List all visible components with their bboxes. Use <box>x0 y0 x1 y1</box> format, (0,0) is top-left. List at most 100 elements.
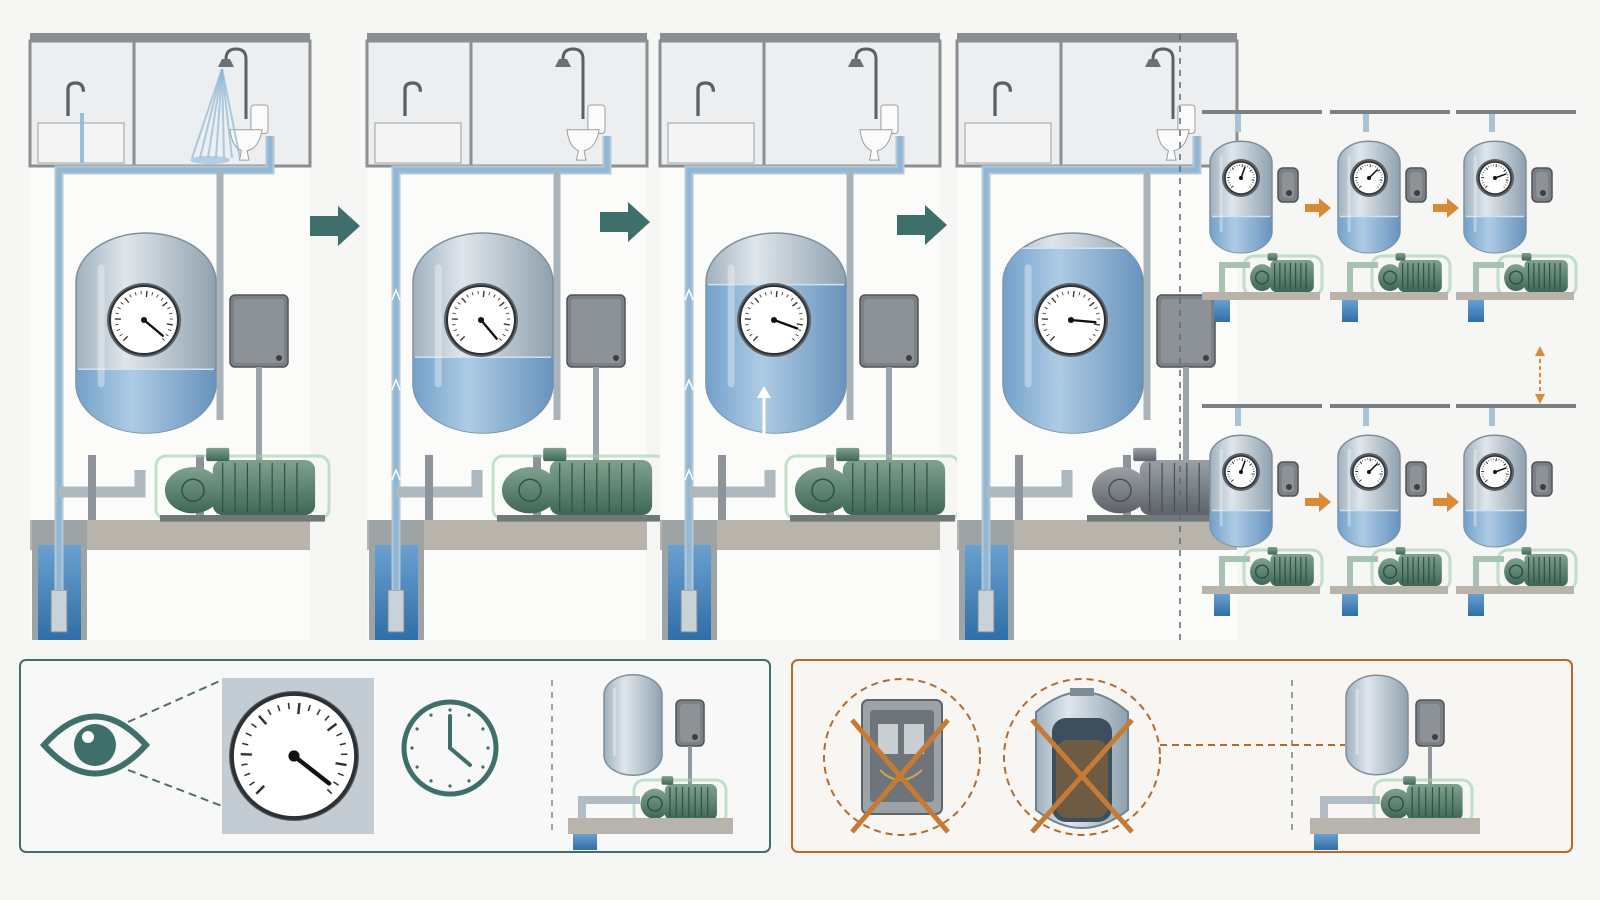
manifold-pipe <box>986 470 1073 498</box>
pressure-switch-box <box>229 294 289 368</box>
mini-gauge-icon <box>1476 159 1514 197</box>
clock-icon <box>401 699 499 797</box>
pressure-gauge-icon <box>107 283 181 357</box>
pump-system <box>1310 674 1480 850</box>
flow-chevron-arrow <box>310 206 360 246</box>
stage-panel-4 <box>955 33 1252 640</box>
pressure-gauge-icon <box>229 691 359 821</box>
cycle-arrow-right <box>1433 492 1459 512</box>
mini-gauge-icon <box>1350 453 1388 491</box>
faucet-icon <box>696 81 716 116</box>
sight-line <box>127 679 223 723</box>
faucet-water-stream <box>80 113 84 163</box>
tank-water-level <box>1464 216 1526 253</box>
mini-gauge-icon <box>1222 453 1260 491</box>
shower-icon <box>848 47 878 119</box>
manifold-pipe <box>396 470 483 498</box>
tank-water-level <box>413 357 553 433</box>
flow-arrow-up <box>684 287 694 301</box>
sink <box>667 122 755 164</box>
mini-system-0 <box>1202 110 1324 322</box>
mini-switch-box <box>1531 461 1553 497</box>
mini-switch-box <box>1405 461 1427 497</box>
mini-system-1 <box>1330 110 1452 322</box>
tank-crossed <box>1003 678 1161 836</box>
manifold-pipe <box>689 470 776 498</box>
tank-water-level <box>1210 510 1272 547</box>
mini-pump <box>1496 252 1578 298</box>
system-tank <box>1345 674 1409 776</box>
flow-arrow-up <box>684 377 694 391</box>
manifold-pipe <box>59 470 146 498</box>
pressure-switch-box <box>1156 294 1216 368</box>
ceiling <box>367 33 647 41</box>
shower-icon <box>218 47 248 119</box>
x-mark-icon <box>850 718 950 834</box>
cycle-arrow-right <box>1305 198 1331 218</box>
tank-leg <box>718 455 726 520</box>
cycle-arrow-right <box>1433 198 1459 218</box>
mini-system-2 <box>1456 110 1578 322</box>
pressure-switch-crossed <box>823 678 981 836</box>
mini-ceiling <box>1330 110 1450 114</box>
toilet-icon <box>566 104 606 161</box>
stage-panel-2 <box>365 33 668 640</box>
mini-system-5 <box>1456 404 1578 616</box>
mini-ceiling <box>1456 110 1576 114</box>
mini-pump <box>1242 252 1324 298</box>
mini-pump <box>1496 546 1578 592</box>
well-pump-screen <box>50 589 68 633</box>
flow-arrow-up <box>684 467 694 481</box>
tank-water-level <box>1464 510 1526 547</box>
toilet-icon <box>1156 104 1196 161</box>
tank-leg <box>425 455 433 520</box>
system-tank <box>603 674 663 776</box>
stage-panel-1 <box>28 33 331 640</box>
tank-leg <box>1015 455 1023 520</box>
flow-arrow-up <box>391 467 401 481</box>
tank-leg <box>88 455 96 520</box>
ceiling <box>30 33 310 41</box>
mini-pump <box>1242 546 1324 592</box>
flow-chevron-arrow <box>897 205 947 245</box>
mini-gauge-icon <box>1476 453 1514 491</box>
sink <box>374 122 462 164</box>
well-pump-screen <box>977 589 995 633</box>
mini-gauge-icon <box>1350 159 1388 197</box>
mini-switch-box <box>1277 167 1299 203</box>
faucet-icon <box>403 81 423 116</box>
x-mark-icon <box>1030 718 1134 834</box>
ceiling <box>957 33 1237 41</box>
mini-system-3 <box>1202 404 1324 616</box>
flow-arrow-up <box>391 377 401 391</box>
sight-line <box>127 769 223 807</box>
mini-ceiling <box>1456 404 1576 408</box>
cycle-grid <box>1202 110 1578 616</box>
tank-water-level <box>1210 216 1272 253</box>
mini-ceiling <box>1202 110 1322 114</box>
mini-switch-box <box>1531 167 1553 203</box>
flow-chevron-arrow <box>600 202 650 242</box>
cycle-arrow-right <box>1305 492 1331 512</box>
well-pump-screen <box>387 589 405 633</box>
tank-water-level <box>1338 216 1400 253</box>
faucet-icon <box>66 81 86 116</box>
mini-pump <box>1370 252 1452 298</box>
pump <box>491 447 668 522</box>
toilet-icon <box>229 104 269 161</box>
pressure-switch-box <box>859 294 919 368</box>
well-pump-screen <box>680 589 698 633</box>
mini-ceiling <box>1202 404 1322 408</box>
ceiling <box>660 33 940 41</box>
pump-system <box>568 674 733 850</box>
mini-ceiling <box>1330 404 1450 408</box>
shower-icon <box>1145 47 1175 119</box>
shower-icon <box>555 47 585 119</box>
mini-system-4 <box>1330 404 1452 616</box>
mini-gauge-icon <box>1222 159 1260 197</box>
system-switch-box <box>675 699 705 747</box>
pressure-gauge-icon <box>1034 283 1108 357</box>
pressure-gauge-icon <box>737 283 811 357</box>
sink <box>964 122 1052 164</box>
